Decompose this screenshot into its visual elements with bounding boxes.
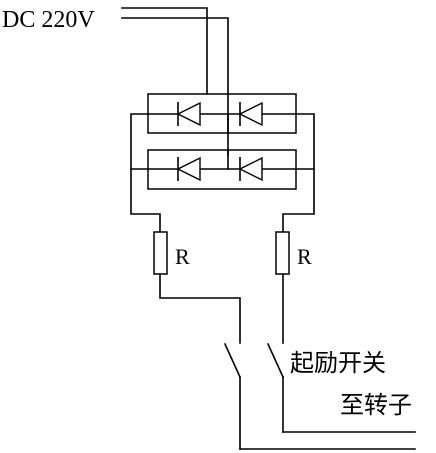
diode-1	[176, 101, 201, 127]
switch-label: 起励开关	[290, 350, 386, 377]
supply-label: DC 220V	[2, 7, 95, 33]
start-switch	[223, 342, 285, 379]
resistor-left	[153, 231, 168, 275]
resistor-label-right: R	[297, 244, 312, 269]
diode-bridge	[130, 93, 315, 233]
diode-2	[238, 101, 263, 127]
supply-leads	[121, 7, 229, 156]
rotor-label: 至转子	[340, 392, 412, 419]
diode-4	[238, 156, 263, 182]
resistor-label-left: R	[175, 244, 190, 269]
resistor-right	[275, 231, 290, 275]
diode-3	[176, 156, 201, 182]
output-wiring	[159, 273, 416, 450]
